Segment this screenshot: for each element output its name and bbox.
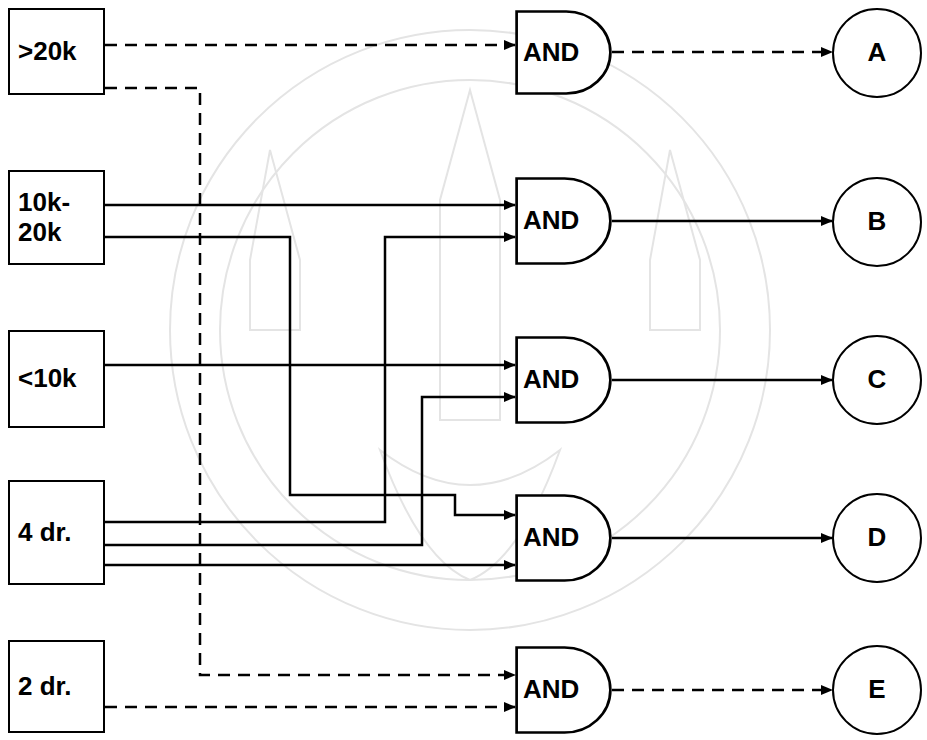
connector	[105, 564, 515, 567]
connector	[105, 364, 515, 367]
input-label: 4 dr.	[18, 518, 71, 548]
input-box: 10k- 20k	[8, 170, 105, 265]
output-circle: E	[832, 645, 922, 735]
seal-ring	[170, 30, 770, 630]
dashed-connector	[105, 88, 515, 675]
output-circle: A	[832, 8, 922, 98]
input-label: 10k- 20k	[18, 188, 84, 248]
connector	[105, 397, 515, 545]
dashed-connector	[612, 689, 832, 692]
input-label: 2 dr.	[18, 672, 71, 702]
gate-label: AND	[523, 206, 579, 236]
and-gate: AND	[515, 646, 612, 734]
connector	[612, 379, 832, 382]
input-box: >20k	[8, 8, 105, 95]
output-circle: D	[832, 493, 922, 583]
input-label: <10k	[18, 364, 77, 394]
input-box: 4 dr.	[8, 480, 105, 585]
output-label: B	[868, 207, 887, 237]
dashed-connector	[105, 706, 515, 709]
output-label: C	[868, 365, 887, 395]
dashed-connector	[105, 44, 515, 47]
input-box: <10k	[8, 330, 105, 428]
and-gate: AND	[515, 494, 612, 582]
connector	[612, 220, 832, 223]
connector	[105, 237, 515, 515]
output-circle: B	[832, 177, 922, 267]
seal-spire	[250, 150, 300, 330]
connector	[105, 237, 515, 522]
connector	[105, 204, 515, 207]
dashed-connector	[612, 51, 832, 54]
seal-spire	[650, 150, 700, 330]
gate-label: AND	[523, 365, 579, 395]
input-label: >20k	[18, 37, 77, 67]
output-label: A	[868, 38, 887, 68]
input-box: 2 dr.	[8, 640, 105, 733]
output-label: D	[868, 523, 887, 553]
and-gate: AND	[515, 177, 612, 265]
gate-label: AND	[523, 675, 579, 705]
and-gate: AND	[515, 336, 612, 424]
and-gate: AND	[515, 10, 612, 95]
gate-label: AND	[523, 38, 579, 68]
seal-ring	[220, 80, 720, 580]
seal-spire	[440, 90, 500, 420]
output-label: E	[868, 675, 885, 705]
connector	[612, 537, 832, 540]
gate-label: AND	[523, 523, 579, 553]
output-circle: C	[832, 335, 922, 425]
